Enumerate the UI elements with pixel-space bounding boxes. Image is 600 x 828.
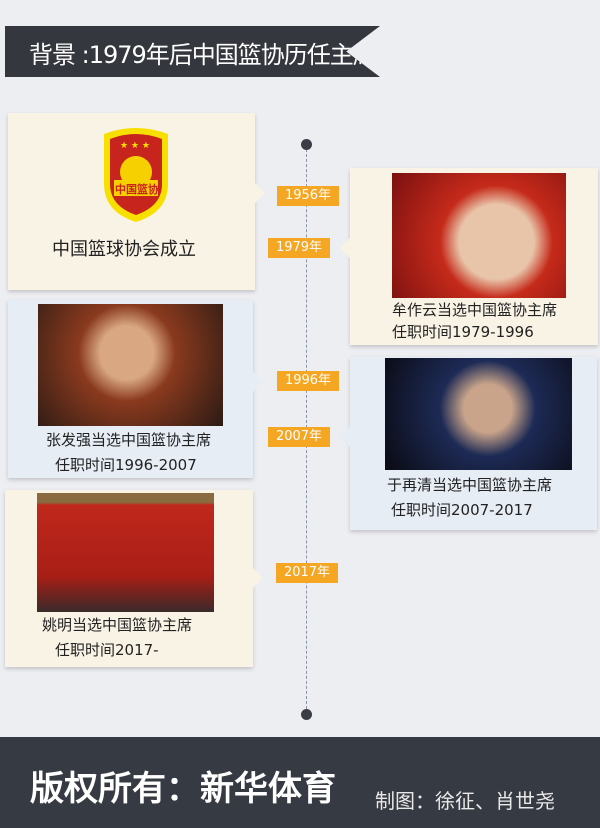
card-yu-zaiqing: 于再清当选中国篮协主席 任职时间2007-2017 xyxy=(340,357,597,530)
card-yao-ming: 姚明当选中国篮协主席 任职时间2017- xyxy=(5,490,263,667)
caption-line: 任职时间1996-2007 xyxy=(55,456,197,474)
timeline-end-dot xyxy=(301,709,312,720)
caption-line: 张发强当选中国篮协主席 xyxy=(46,431,212,449)
photo-zhang-faqiang xyxy=(38,304,223,426)
year-badge: 2017年 xyxy=(276,563,338,583)
credit-text: 制图：徐征、肖世尧 xyxy=(375,789,555,813)
footer: 版权所有：新华体育 制图：徐征、肖世尧 xyxy=(0,737,600,828)
caption-line: 中国篮球协会成立 xyxy=(52,239,196,260)
card-founding: ★ ★ ★ 中国篮协 中国篮球协会成立 xyxy=(8,113,265,290)
caption-line: 于再清当选中国篮协主席 xyxy=(387,476,553,494)
caption-line: 任职时间2017- xyxy=(55,641,159,659)
photo-yu-zaiqing xyxy=(385,358,572,470)
svg-text:★ ★ ★: ★ ★ ★ xyxy=(120,141,150,151)
timeline-start-dot xyxy=(301,139,312,150)
card-mou-zuoyun: 牟作云当选中国篮协主席 任职时间1979-1996 xyxy=(340,168,598,345)
year-badge: 2007年 xyxy=(268,427,330,447)
card-zhang-faqiang: 张发强当选中国篮协主席 任职时间1996-2007 xyxy=(8,300,263,478)
copyright-text: 版权所有：新华体育 xyxy=(30,769,336,809)
photo-yao-ming xyxy=(37,493,214,612)
caption-line: 姚明当选中国篮协主席 xyxy=(42,616,193,634)
svg-text:中国篮协: 中国篮协 xyxy=(115,182,159,196)
photo-mou-zuoyun xyxy=(392,173,566,298)
title-banner: 背景 :1979年后中国篮协历任主席 xyxy=(5,26,380,77)
year-badge: 1996年 xyxy=(277,371,339,391)
cba-logo: ★ ★ ★ 中国篮协 xyxy=(104,128,168,222)
year-badge: 1956年 xyxy=(277,186,339,206)
caption-line: 任职时间1979-1996 xyxy=(392,323,534,341)
caption-line: 牟作云当选中国篮协主席 xyxy=(392,301,558,319)
page-title: 背景 :1979年后中国篮协历任主席 xyxy=(29,41,377,69)
caption-line: 任职时间2007-2017 xyxy=(391,501,533,519)
year-badge: 1979年 xyxy=(268,238,330,258)
